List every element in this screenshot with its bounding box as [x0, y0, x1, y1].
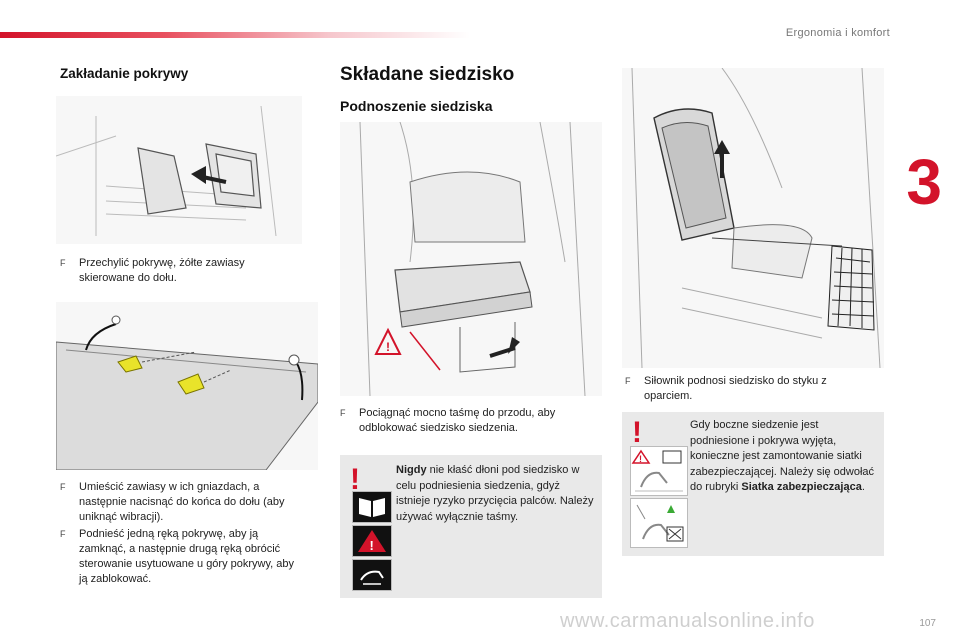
cover-bullet-tilt: F Przechylić pokrywę, żółte zawiasy skie… [60, 257, 245, 284]
seat-subheading: Podnoszenie siedziska [340, 98, 493, 114]
seat-pull-strap-illustration: ! [340, 122, 602, 396]
warning-box-fingers: ! ! Nigdy nie kłaść dłoni pod siedzisko … [340, 455, 602, 598]
section-title: Ergonomia i komfort [785, 27, 890, 39]
warning-exclamation: ! [350, 463, 360, 496]
bullet-marker: F [60, 258, 66, 268]
cover-bullet-lock: F Podnieść jedną ręką pokrywę, aby ją za… [60, 528, 295, 585]
warning-text-net: Gdy boczne siedzenie jest podniesione i … [690, 419, 875, 493]
warning-box-net: ! ! Gdy boczne siedzenie jest podniesion… [622, 412, 884, 556]
seat-raised-net-illustration [622, 68, 884, 368]
warning-icons: ! [630, 446, 688, 548]
watermark: www.carmanualsonline.info [560, 610, 815, 632]
manual-book-icon [352, 491, 392, 523]
cover-bullet-insert: F Umieścić zawiasy w ich gniazdach, a na… [60, 481, 285, 523]
chapter-number: 3 [906, 146, 942, 218]
airbag-warning-label-icon: ! [630, 446, 688, 496]
seat-heading: Składane siedzisko [340, 64, 515, 85]
header-accent-bar [0, 32, 470, 38]
cover-heading: Zakładanie pokrywy [60, 66, 189, 81]
seat-net-label-icon [630, 498, 688, 548]
hand-pinch-icon [352, 559, 392, 591]
svg-text:!: ! [386, 340, 390, 354]
seat-bullet-pull: F Pociągnąć mocno taśmę do przodu, aby o… [340, 407, 556, 434]
svg-text:!: ! [639, 454, 642, 464]
seat-bullet-actuator: F Siłownik podnosi siedzisko do styku z … [625, 375, 827, 402]
svg-text:!: ! [370, 538, 374, 553]
warning-text-fingers: Nigdy nie kłaść dłoni pod siedzisko w ce… [396, 464, 594, 523]
warning-icons: ! [352, 491, 392, 591]
page-number: 107 [919, 618, 936, 629]
warning-triangle-icon: ! [352, 525, 392, 557]
cover-tilt-illustration [56, 96, 302, 244]
warning-exclamation: ! [632, 416, 642, 449]
cover-hinge-illustration [56, 302, 318, 470]
